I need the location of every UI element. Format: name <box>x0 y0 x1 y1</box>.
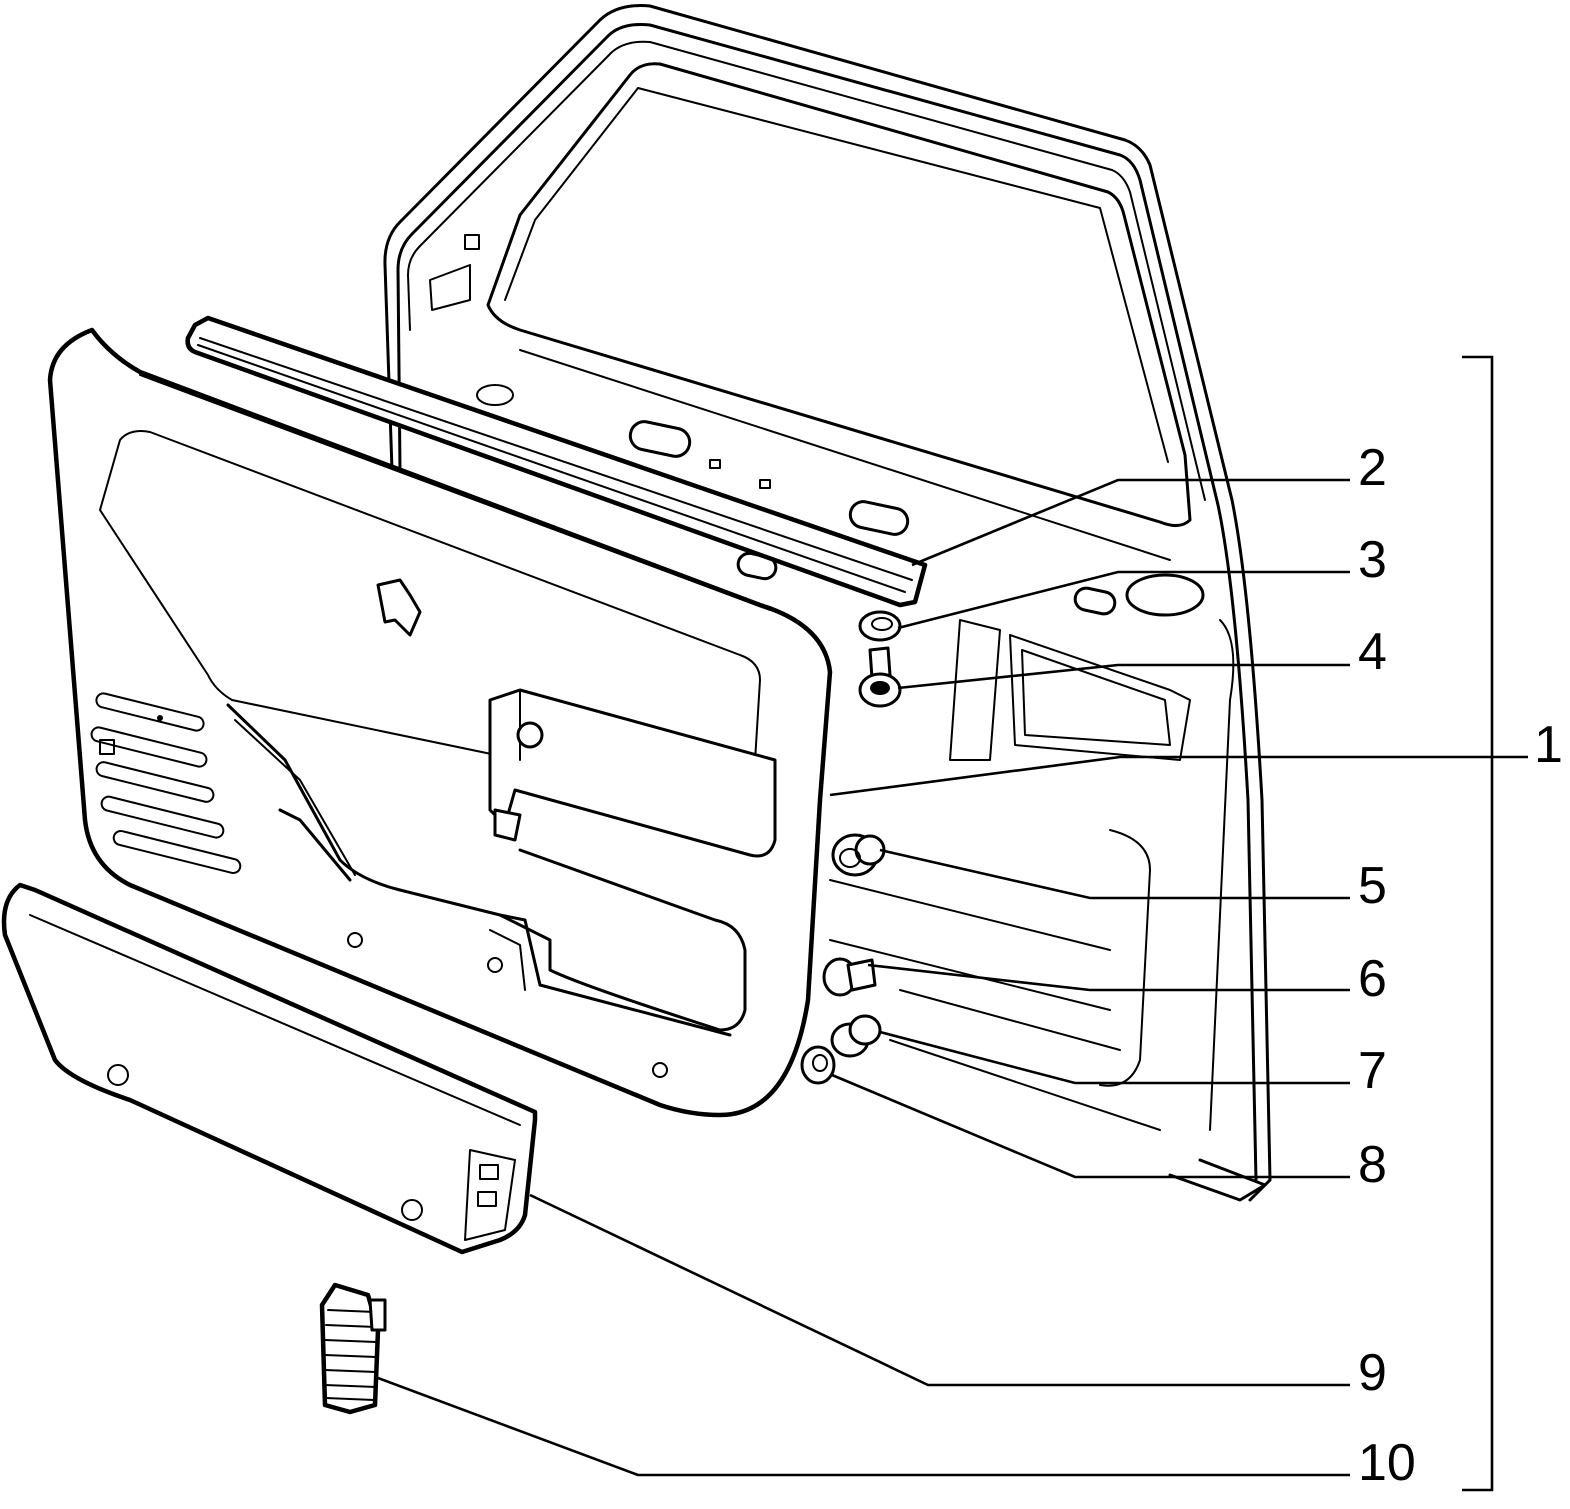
hardware-parts <box>800 610 902 1085</box>
callout-2: 2 <box>1358 439 1387 497</box>
callout-3: 3 <box>1358 531 1387 589</box>
leader-lines <box>377 355 1528 1492</box>
callout-10: 10 <box>1358 1434 1416 1492</box>
callout-7: 7 <box>1358 1042 1387 1100</box>
door-trim-panel <box>47 327 833 1118</box>
lower-pocket-trim <box>1 882 538 1255</box>
part-washer <box>800 1045 836 1085</box>
callout-8: 8 <box>1358 1136 1387 1194</box>
callout-9: 9 <box>1358 1344 1387 1402</box>
door-shell <box>383 4 1272 1202</box>
part-nut <box>858 610 902 642</box>
retaining-clip <box>319 1282 387 1415</box>
callout-1: 1 <box>1534 716 1563 774</box>
window-seal-strip <box>185 315 928 608</box>
callout-4: 4 <box>1358 623 1387 681</box>
callout-5: 5 <box>1358 857 1387 915</box>
callout-6: 6 <box>1358 950 1387 1008</box>
callout-labels: 2 3 4 1 5 6 7 8 9 10 <box>1358 439 1563 1492</box>
